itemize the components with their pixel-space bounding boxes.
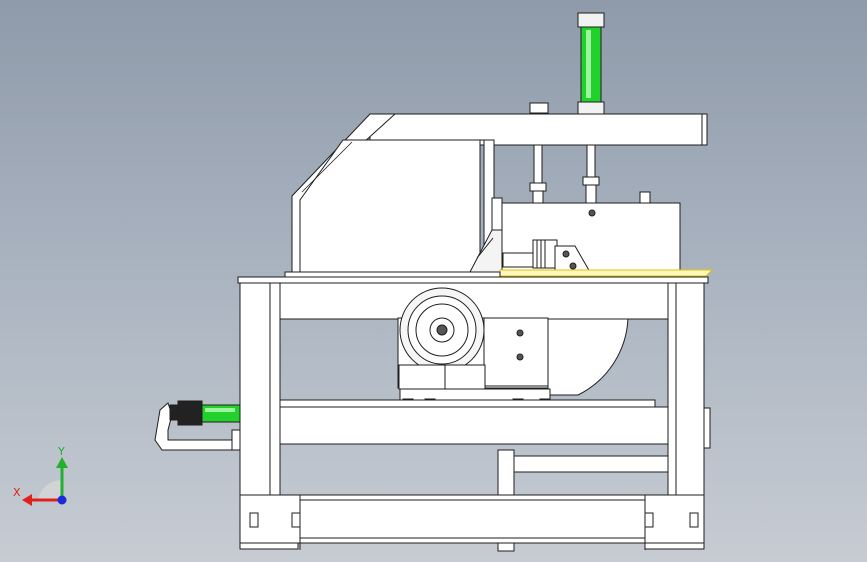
lower-brace bbox=[513, 455, 669, 473]
clamp-bracket bbox=[502, 239, 591, 273]
motor-pulley bbox=[397, 287, 549, 389]
lower-support-post bbox=[497, 449, 515, 496]
y-axis-label: Y bbox=[57, 445, 65, 458]
frame-leg-left-outer bbox=[239, 282, 271, 496]
frame-leg-right-outer bbox=[673, 282, 705, 496]
top-bolt bbox=[529, 102, 549, 114]
side-pneumatic-cylinder bbox=[154, 400, 241, 451]
frame-crossbar bbox=[279, 406, 669, 445]
guide-rods bbox=[529, 144, 651, 205]
base-frame bbox=[239, 494, 705, 552]
frame-leg-left-inner bbox=[269, 282, 281, 496]
z-axis-dot bbox=[57, 495, 67, 505]
top-pneumatic-cylinder bbox=[577, 12, 605, 115]
fence-guide-strip bbox=[499, 269, 714, 277]
sliding-rail bbox=[279, 399, 656, 408]
table-top bbox=[237, 276, 709, 284]
x-axis-label: X bbox=[13, 486, 21, 499]
coordinate-triad: Y X bbox=[13, 445, 68, 506]
frame-leg-right-inner bbox=[667, 282, 677, 496]
